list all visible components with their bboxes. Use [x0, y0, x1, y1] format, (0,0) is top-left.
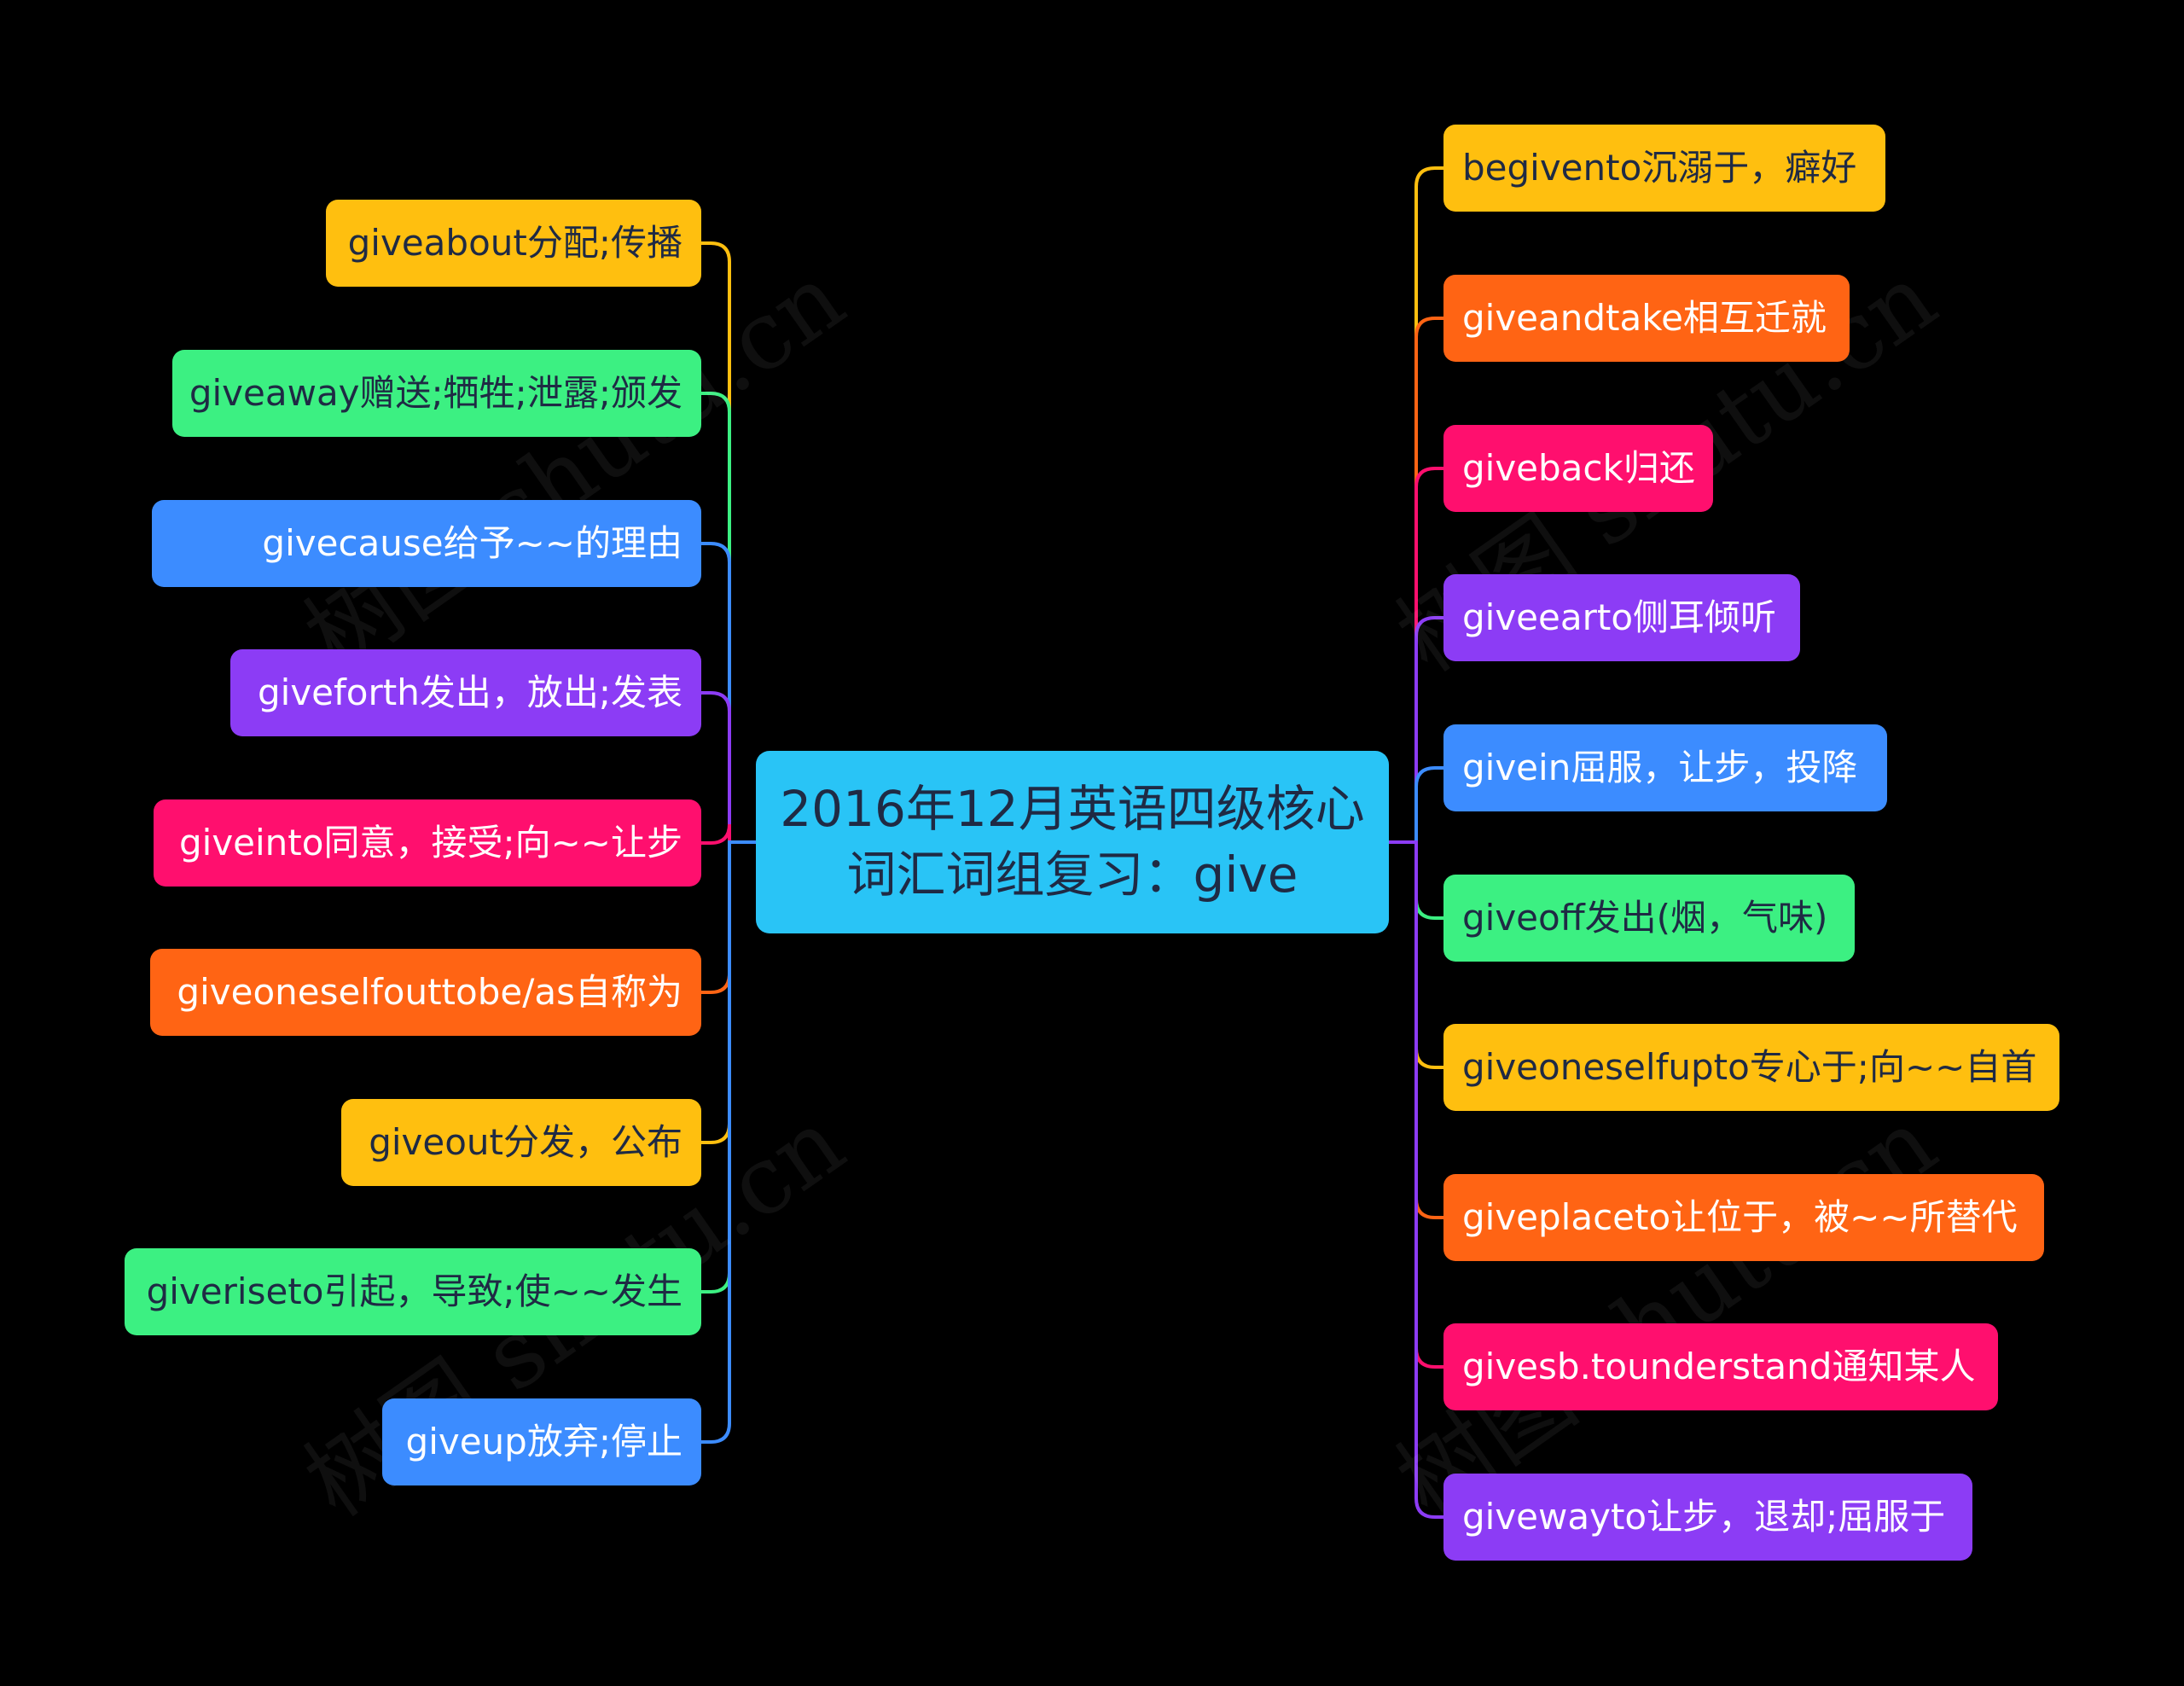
left-branch-label: giveabout分配;传播 — [347, 222, 682, 264]
right-branch-label: giveandtake相互迁就 — [1462, 297, 1827, 339]
right-branch-label: givein屈服，让步，投降 — [1462, 747, 1858, 788]
right-branch-node[interactable]: givein屈服，让步，投降 — [1443, 724, 1887, 811]
right-branch-label: giveback归还 — [1462, 447, 1695, 489]
left-connector-line — [701, 392, 756, 844]
right-branch-label: giveplaceto让位于，被~~所替代 — [1462, 1196, 2018, 1238]
left-branch-node[interactable]: giveforth发出，放出;发表 — [230, 649, 701, 736]
left-branch-node[interactable]: giveoneselfouttobe/as自称为 — [150, 949, 701, 1036]
right-branch-node[interactable]: begivento沉溺于，癖好 — [1443, 125, 1885, 212]
left-branch-label: giveup放弃;停止 — [405, 1421, 682, 1462]
central-topic[interactable]: 2016年12月英语四级核心 词汇词组复习：give — [756, 751, 1389, 933]
left-branch-label: giveinto同意，接受;向~~让步 — [178, 822, 682, 863]
central-topic-line-2: 词汇词组复习：give — [846, 846, 1298, 904]
right-branch-node[interactable]: givesb.tounderstand通知某人 — [1443, 1323, 1998, 1410]
left-branch-node[interactable]: giveinto同意，接受;向~~让步 — [154, 799, 701, 887]
left-branch-label: givecause给予~~的理由 — [262, 522, 682, 564]
right-connector-line — [1389, 616, 1443, 844]
right-branch-node[interactable]: giveandtake相互迁就 — [1443, 275, 1850, 362]
right-branch-label: giveoneselfupto专心于;向~~自首 — [1462, 1046, 2037, 1088]
right-connector-line — [1389, 467, 1443, 844]
right-branch-label: giveearto侧耳倾听 — [1462, 596, 1777, 638]
right-branch-label: givewayto让步，退却;屈服于 — [1462, 1496, 1946, 1538]
right-branch-node[interactable]: giveearto侧耳倾听 — [1443, 574, 1800, 661]
right-branch-label: giveoff发出(烟，气味) — [1462, 897, 1828, 939]
left-branch-node[interactable]: giveup放弃;停止 — [382, 1398, 701, 1485]
left-connector-line — [701, 691, 756, 844]
right-connector-line — [1389, 166, 1443, 844]
left-branch-label: giveforth发出，放出;发表 — [257, 671, 682, 713]
left-branch-label: giveriseto引起，导致;使~~发生 — [146, 1270, 682, 1312]
left-branch-node[interactable]: givecause给予~~的理由 — [152, 500, 701, 587]
right-branch-label: givesb.tounderstand通知某人 — [1462, 1346, 1976, 1387]
right-branch-node[interactable]: giveoff发出(烟，气味) — [1443, 875, 1855, 962]
left-branch-label: giveout分发，公布 — [369, 1121, 682, 1163]
right-branch-node[interactable]: giveoneselfupto专心于;向~~自首 — [1443, 1024, 2059, 1111]
right-branch-label: begivento沉溺于，癖好 — [1462, 147, 1857, 189]
left-connector-line — [701, 542, 756, 844]
right-connector-line — [1389, 317, 1443, 844]
central-topic-line-1: 2016年12月英语四级核心 — [780, 780, 1365, 839]
left-branch-label: giveaway赠送;牺牲;泄露;颁发 — [189, 372, 682, 414]
left-branch-node[interactable]: giveabout分配;传播 — [326, 200, 701, 287]
right-connector-line — [1389, 766, 1443, 844]
left-connector-line — [701, 840, 756, 1444]
right-branch-node[interactable]: givewayto让步，退却;屈服于 — [1443, 1474, 1972, 1561]
left-connector-line — [701, 823, 756, 845]
left-connector-line — [701, 241, 756, 844]
right-branch-node[interactable]: giveback归还 — [1443, 425, 1713, 512]
left-branch-node[interactable]: giveout分发，公布 — [341, 1099, 701, 1186]
right-branch-node[interactable]: giveplaceto让位于，被~~所替代 — [1443, 1174, 2044, 1261]
left-branch-label: giveoneselfouttobe/as自称为 — [177, 971, 682, 1013]
left-branch-node[interactable]: giveaway赠送;牺牲;泄露;颁发 — [172, 350, 701, 437]
left-branch-node[interactable]: giveriseto引起，导致;使~~发生 — [125, 1248, 701, 1335]
right-connector-line — [1389, 840, 1443, 1519]
